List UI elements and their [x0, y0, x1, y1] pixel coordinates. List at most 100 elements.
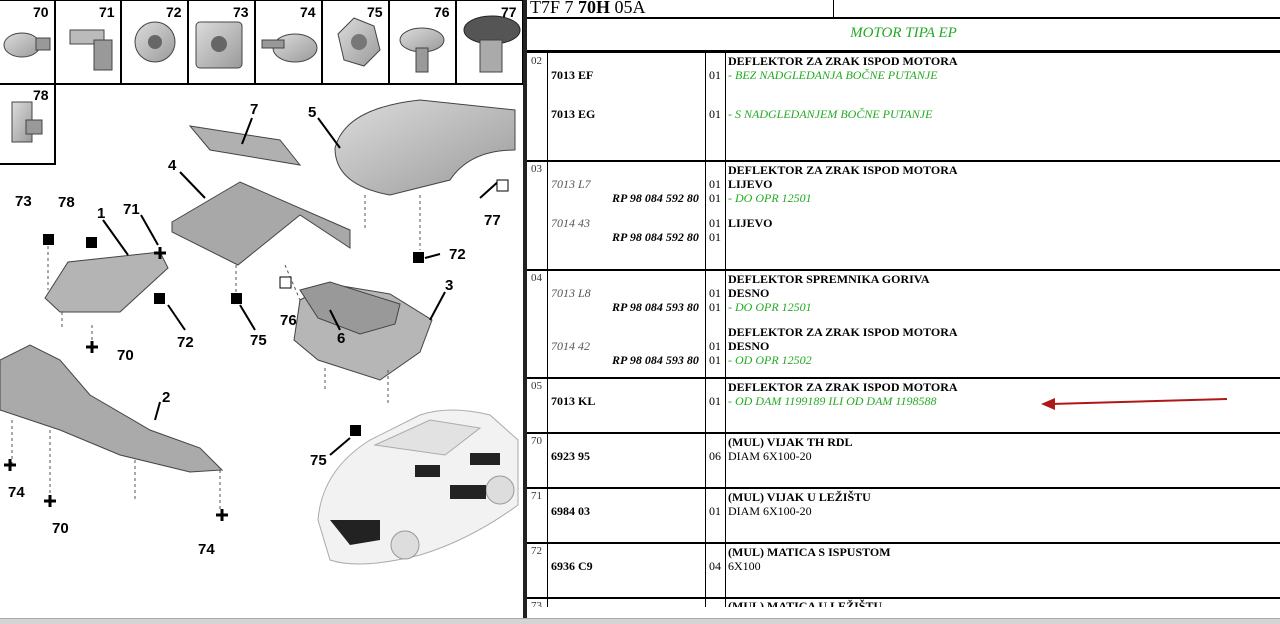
callout-72a: 72	[449, 246, 466, 263]
spec: DIAM 6X100-20	[728, 449, 812, 463]
header-rule	[527, 17, 1280, 19]
quantity: 01	[709, 300, 721, 314]
annotation-arrow-icon	[1041, 398, 1228, 410]
row-separator	[527, 542, 1280, 544]
leader-lines	[102, 117, 501, 456]
condition: - DO OPR 12501	[728, 191, 812, 205]
thumb-num-76: 76	[434, 4, 450, 20]
ref-suffix: 05A	[610, 0, 646, 17]
condition: - OD DAM 1199189 ILI OD DAM 1198588	[728, 394, 937, 408]
part-code[interactable]: 6984 03	[551, 504, 590, 518]
plus-markers	[4, 247, 228, 521]
thumb-num-75: 75	[367, 4, 383, 20]
description: (MUL) MATICA S ISPUSTOM	[728, 545, 891, 559]
part-1-shape	[44, 251, 169, 313]
part-code[interactable]: 7013 EF	[551, 68, 594, 82]
callout-71: 71	[123, 201, 140, 218]
quantity: 01	[709, 177, 721, 191]
part-code[interactable]: 6936 C9	[551, 559, 593, 573]
part-code[interactable]: 7013 L7	[551, 177, 591, 191]
spec: 6X100	[728, 559, 761, 573]
quantity: 01	[709, 107, 721, 121]
fastener-thumbnails	[0, 0, 523, 165]
quantity: 01	[709, 339, 721, 353]
part-2-shape	[0, 344, 224, 473]
group-number: 05	[531, 380, 542, 392]
quantity: 01	[709, 286, 721, 300]
title-rule	[527, 50, 1280, 53]
col-line-3	[725, 53, 726, 607]
description: (MUL) VIJAK TH RDL	[728, 435, 853, 449]
part-5-shape	[334, 99, 516, 196]
side-label: DESNO	[728, 286, 770, 300]
header-separator	[833, 0, 834, 18]
description: (MUL) VIJAK U LEŽIŠTU	[728, 490, 871, 504]
callout-numbers: 7 5 4 1 71 73 78 77 72 72 76 75 6 3 70 2…	[8, 101, 501, 558]
rp-number: RP 98 084 592 80	[612, 191, 699, 205]
rp-number: RP 98 084 593 80	[612, 353, 699, 367]
description: DEFLEKTOR ZA ZRAK ISPOD MOTORA	[728, 54, 958, 68]
callout-74a: 74	[8, 484, 25, 501]
part-code[interactable]: 7014 42	[551, 339, 590, 353]
col-line-1	[547, 53, 548, 607]
parts-table-panel: T7F 7 70H 05A MOTOR TIPA EP 02 7013 EF 0…	[527, 0, 1280, 607]
quantity: 01	[709, 216, 721, 230]
side-label: LIJEVO	[728, 216, 773, 230]
part-shapes	[0, 99, 516, 473]
row-separator	[527, 487, 1280, 489]
leader-dashes	[11, 195, 421, 510]
quantity: 04	[709, 559, 721, 573]
row-separator	[527, 597, 1280, 599]
row-separator	[527, 160, 1280, 162]
part-code[interactable]: 7014 43	[551, 216, 590, 230]
quantity: 01	[709, 504, 721, 518]
part-6-shape	[299, 281, 401, 335]
condition: - S NADGLEDANJEM BOČNE PUTANJE	[728, 107, 933, 121]
part-code[interactable]: 7013 KL	[551, 394, 596, 408]
description: DEFLEKTOR ZA ZRAK ISPOD MOTORA	[728, 325, 958, 339]
window-bottom-bar	[0, 618, 1280, 624]
quantity: 01	[709, 68, 721, 82]
fastener-markers	[43, 179, 509, 436]
quantity: 06	[709, 449, 721, 463]
callout-7: 7	[250, 101, 258, 118]
callout-73: 73	[15, 193, 32, 210]
ref-bold: 70H	[578, 0, 611, 17]
thumbnail-numbers: 70 71 72 73 74 75 76 77 78	[33, 4, 517, 103]
part-code[interactable]: 7013 EG	[551, 107, 596, 121]
thumb-num-72: 72	[166, 4, 182, 20]
group-number: 73	[531, 600, 542, 607]
spec: DIAM 6X100-20	[728, 504, 812, 518]
panel-divider	[523, 0, 527, 618]
motor-type-title: MOTOR TIPA EP	[850, 25, 957, 41]
callout-6: 6	[337, 330, 345, 347]
description: DEFLEKTOR SPREMNIKA GORIVA	[728, 272, 930, 286]
part-code[interactable]: 6923 95	[551, 449, 590, 463]
part-code[interactable]: 7013 L8	[551, 286, 591, 300]
quantity: 01	[709, 353, 721, 367]
callout-78: 78	[58, 194, 75, 211]
exploded-view-svg: 70 71 72 73 74 75 76 77 78	[0, 0, 523, 565]
col-line-2	[705, 53, 706, 607]
condition: - DO OPR 12501	[728, 300, 812, 314]
row-separator	[527, 432, 1280, 434]
thumb-num-77: 77	[501, 4, 517, 20]
group-number: 04	[531, 272, 542, 284]
thumb-num-70: 70	[33, 4, 49, 20]
quantity: 01	[709, 230, 721, 244]
group-number: 72	[531, 545, 542, 557]
row-separator	[527, 377, 1280, 379]
group-number: 03	[531, 163, 542, 175]
callout-75a: 75	[250, 332, 267, 349]
callout-4: 4	[168, 157, 177, 174]
part-7-shape	[188, 125, 302, 166]
thumb-num-71: 71	[99, 4, 115, 20]
rp-number: RP 98 084 592 80	[612, 230, 699, 244]
description: DEFLEKTOR ZA ZRAK ISPOD MOTORA	[728, 380, 958, 394]
catalog-reference: T7F 7 70H 05A	[530, 0, 646, 18]
side-label: DESNO	[728, 339, 770, 353]
part-4-shape	[171, 181, 351, 266]
callout-74b: 74	[198, 541, 215, 558]
row-separator	[527, 269, 1280, 271]
group-number: 71	[531, 490, 542, 502]
